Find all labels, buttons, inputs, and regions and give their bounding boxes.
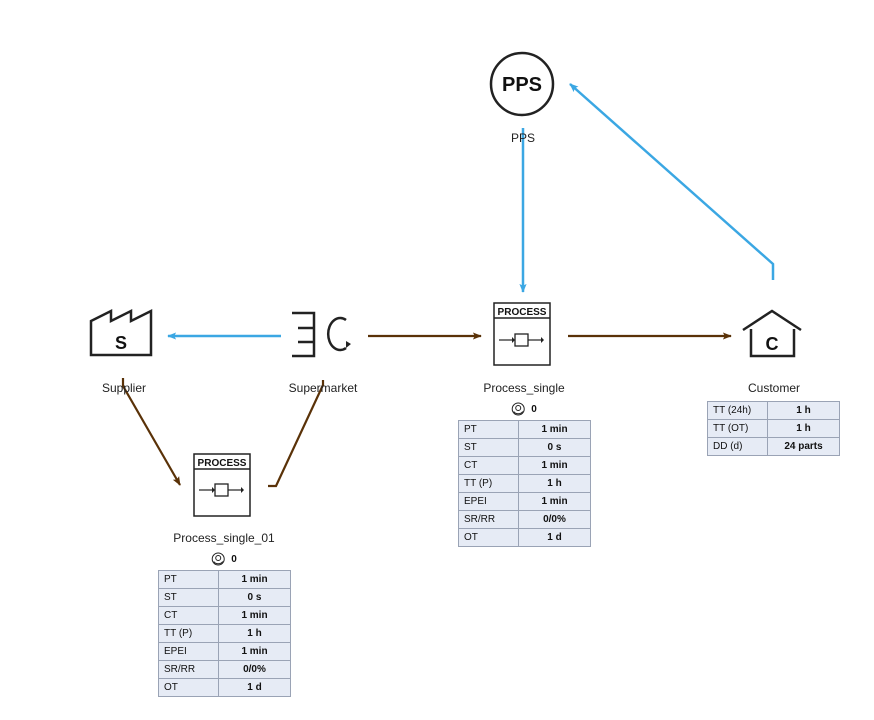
metric-name: ST [458, 438, 519, 457]
metric-name: TT (P) [458, 474, 519, 493]
process-flow-icon [499, 333, 544, 347]
metric-value: 0/0% [218, 660, 291, 679]
process-single-01-operator-counter: 0 [211, 552, 237, 566]
metric-value: 0 s [218, 588, 291, 607]
customer-icon-text: C [766, 334, 779, 354]
metric-value: 1 h [767, 401, 840, 420]
table-row: TT (OT)1 h [707, 419, 840, 438]
customer-house-icon[interactable]: C [742, 309, 802, 358]
process-single-operator-counter: 0 [511, 402, 537, 416]
process-single-01-operator-count: 0 [231, 553, 237, 565]
metric-name: OT [158, 678, 219, 697]
metric-value: 1 d [218, 678, 291, 697]
metric-value: 1 min [218, 606, 291, 625]
metric-name: PT [158, 570, 219, 589]
process-flow-icon [199, 483, 244, 497]
supplier-label: Supplier [101, 381, 147, 395]
metric-name: TT (24h) [707, 401, 768, 420]
material-flow-supplier-to-process-single-01[interactable] [121, 378, 181, 486]
metric-value: 1 h [218, 624, 291, 643]
supplier-factory-icon[interactable]: S [89, 308, 153, 357]
metric-name: SR/RR [158, 660, 219, 679]
material-flow-process-single-01-to-supermarket[interactable] [268, 380, 325, 488]
table-row: DD (d)24 parts [707, 437, 840, 456]
metric-value: 1 min [218, 570, 291, 589]
operator-icon [211, 552, 225, 566]
customer-data-box[interactable]: TT (24h)1 h TT (OT)1 h DD (d)24 parts [707, 401, 840, 456]
customer-label: Customer [747, 381, 801, 395]
metric-value: 1 min [218, 642, 291, 661]
process-single-label: Process_single [483, 381, 565, 395]
metric-name: EPEI [158, 642, 219, 661]
metric-name: TT (P) [158, 624, 219, 643]
metric-name: OT [458, 528, 519, 547]
process-single-01-label: Process_single_01 [173, 531, 275, 545]
process-single-01-box[interactable]: PROCESS [193, 453, 251, 517]
metric-value: 1 d [518, 528, 591, 547]
pps-node[interactable]: PPS [489, 51, 555, 117]
metric-name: PT [458, 420, 519, 439]
metric-value: 1 min [518, 492, 591, 511]
metric-value: 1 h [518, 474, 591, 493]
process-single-box[interactable]: PROCESS [493, 302, 551, 366]
pps-icon-text: PPS [502, 74, 542, 96]
info-flow-customer-to-pps[interactable] [569, 83, 775, 280]
metric-value: 0/0% [518, 510, 591, 529]
metric-value: 0 s [518, 438, 591, 457]
process-single-header: PROCESS [498, 307, 547, 318]
operator-icon [511, 402, 525, 416]
metric-name: CT [158, 606, 219, 625]
process-single-operator-count: 0 [531, 403, 537, 415]
metric-name: CT [458, 456, 519, 475]
metric-value: 1 h [767, 419, 840, 438]
table-row: TT (P)1 h [158, 624, 291, 643]
table-row: TT (P)1 h [458, 474, 591, 493]
metric-name: DD (d) [707, 437, 768, 456]
metric-name: ST [158, 588, 219, 607]
metric-value: 24 parts [767, 437, 840, 456]
pps-label: PPS [510, 131, 536, 145]
metric-value: 1 min [518, 456, 591, 475]
supermarket-label: Supermarket [288, 381, 358, 395]
metric-name: TT (OT) [707, 419, 768, 438]
supermarket-icon[interactable] [292, 311, 351, 358]
table-row: TT (24h)1 h [707, 401, 840, 420]
supplier-icon-text: S [115, 333, 127, 353]
metric-name: EPEI [458, 492, 519, 511]
metric-value: 1 min [518, 420, 591, 439]
metric-name: SR/RR [458, 510, 519, 529]
process-single-01-header: PROCESS [198, 458, 247, 469]
